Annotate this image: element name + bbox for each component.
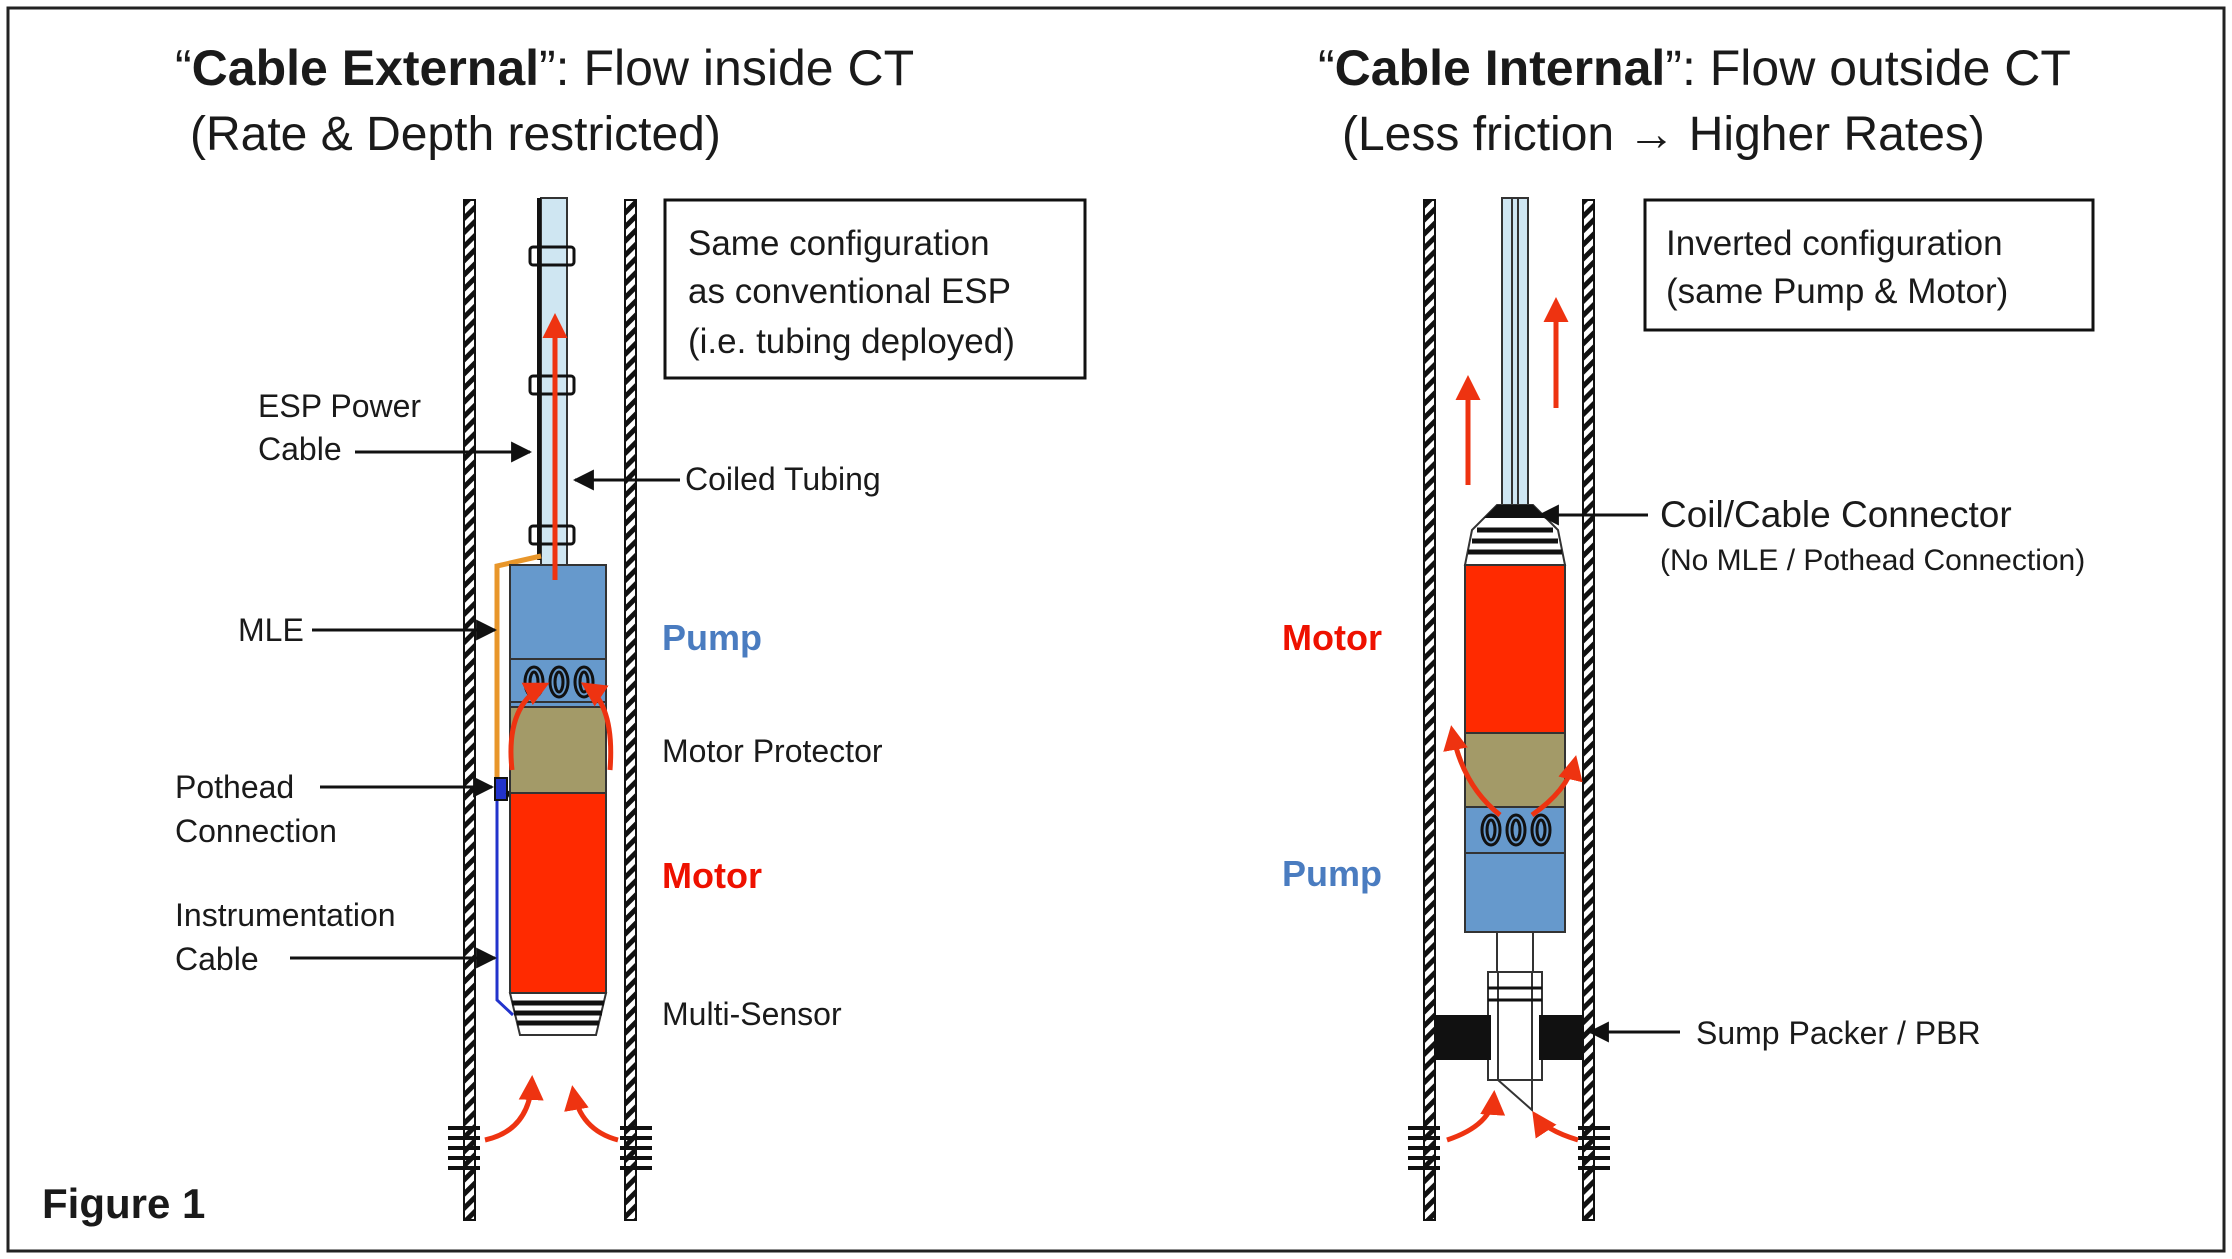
right-casing-wall-left: [1423, 199, 1436, 1221]
right-subtitle: (Less friction → Higher Rates): [1342, 108, 1985, 161]
label-mle: MLE: [238, 612, 304, 648]
left-subtitle: (Rate & Depth restricted): [190, 108, 721, 161]
left-clamp: [528, 374, 576, 396]
left-note-box: [663, 198, 1087, 380]
label-pump-right: Pump: [1282, 853, 1382, 894]
label-esp-power-cable: Cable: [258, 431, 342, 467]
label-coil-cable-connector-sub: (No MLE / Pothead Connection): [1660, 544, 2085, 577]
label-motor-left: Motor: [662, 855, 762, 896]
label-coil-cable-connector: Coil/Cable Connector: [1660, 494, 2012, 535]
label-motor-protector: Motor Protector: [662, 733, 883, 769]
right-sump-packer-right: [1539, 1015, 1583, 1060]
right-perforation-left: [1408, 1126, 1440, 1170]
left-casing-wall-left: [463, 199, 476, 1221]
left-perforation-left: [448, 1126, 480, 1170]
left-motor: [509, 792, 607, 994]
right-pump-intake: [1480, 813, 1552, 847]
left-callout-leaders: [290, 441, 680, 969]
right-callout-leaders: [1537, 504, 1680, 1043]
right-motor: [1464, 564, 1566, 734]
label-esp-power-cable: ESP Power: [258, 388, 421, 424]
left-clamp: [528, 245, 576, 267]
label-coiled-tubing: Coiled Tubing: [685, 461, 881, 497]
left-casing-wall-right: [624, 199, 637, 1221]
figure-frame: [6, 6, 2226, 1253]
label-sump-packer-pbr: Sump Packer / PBR: [1696, 1015, 1981, 1051]
right-stinger: [1487, 971, 1543, 1113]
right-note-line: (same Pump & Motor): [1666, 272, 2008, 311]
left-title: “Cable External”: Flow inside CT: [175, 40, 914, 96]
label-pothead-connection: Connection: [175, 813, 337, 849]
right-title: “Cable Internal”: Flow outside CT: [1318, 40, 2071, 96]
left-pothead: [494, 777, 508, 801]
left-flow-arrows: [484, 313, 619, 1143]
label-pump-left: Pump: [662, 617, 762, 658]
left-note-line: (i.e. tubing deployed): [688, 322, 1015, 361]
left-clamp: [528, 524, 576, 546]
label-motor-right: Motor: [1282, 617, 1382, 658]
left-perforation-right: [620, 1126, 652, 1170]
right-perforation-right: [1578, 1126, 1610, 1170]
right-sump-packer-left: [1435, 1015, 1491, 1060]
right-coiled-tubing: [1501, 197, 1529, 509]
left-motor-protector: [509, 706, 607, 794]
left-note-line: as conventional ESP: [688, 272, 1011, 311]
left-note-line: Same configuration: [688, 224, 990, 263]
right-flow-arrows: [1443, 297, 1583, 1143]
right-tail-pipe: [1496, 931, 1534, 973]
right-casing-wall-right: [1582, 199, 1595, 1221]
figure-label: Figure 1: [42, 1180, 205, 1227]
label-multi-sensor: Multi-Sensor: [662, 996, 842, 1032]
right-note-line: Inverted configuration: [1666, 224, 2003, 263]
label-instrumentation-cable: Cable: [175, 941, 259, 977]
right-note-box: [1643, 198, 2095, 332]
label-instrumentation-cable: Instrumentation: [175, 897, 396, 933]
label-pothead-connection: Pothead: [175, 769, 294, 805]
